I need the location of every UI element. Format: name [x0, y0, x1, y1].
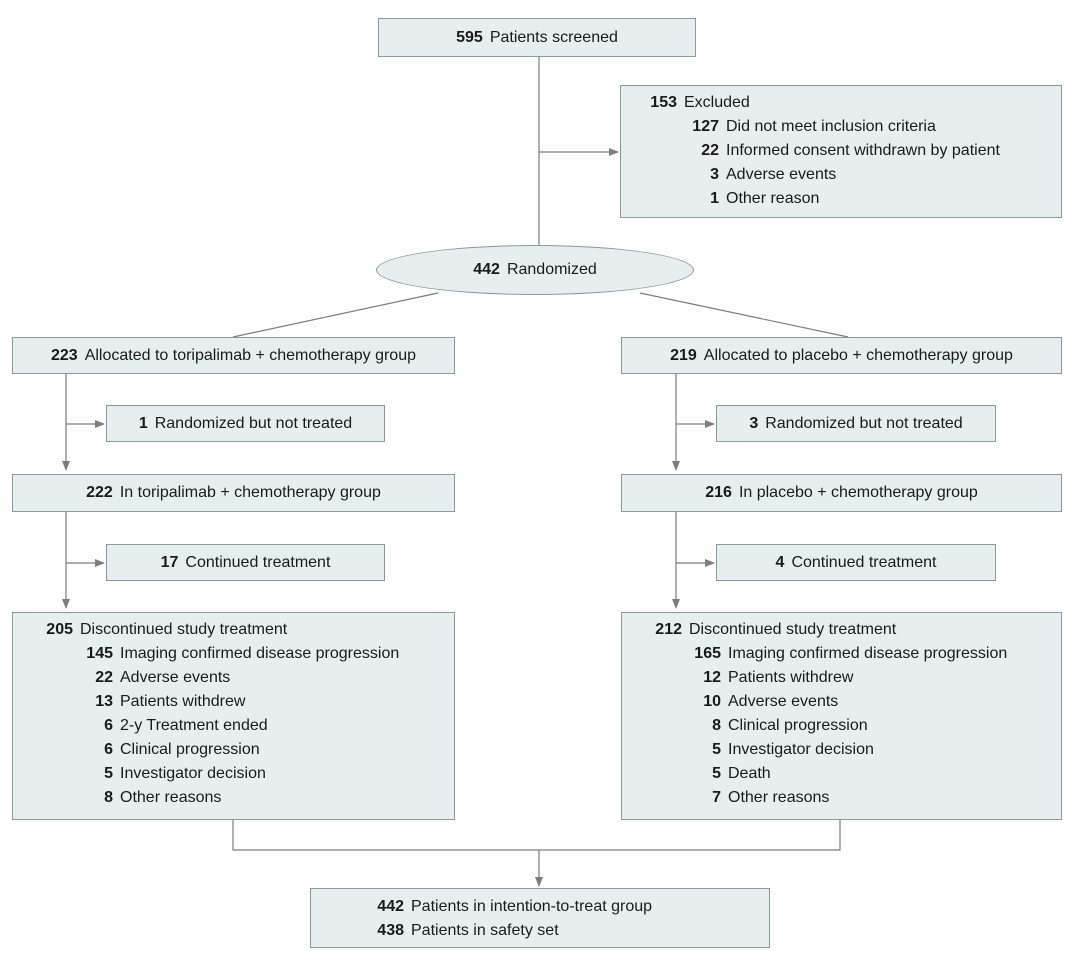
left-discontinued-reason: 6 Clinical progression — [104, 741, 260, 758]
left-not-treated-box: 1 Randomized but not treated — [106, 405, 385, 442]
connector-randomized-right — [639, 292, 849, 338]
screened-count: 595 — [456, 28, 483, 46]
randomized-oval: 442 Randomized — [376, 245, 694, 295]
left-discontinued-reason: 8 Other reasons — [104, 789, 222, 806]
right-discontinued-reason: 5 Investigator decision — [712, 741, 874, 758]
left-discontinued-reason: 13 Patients withdrew — [95, 693, 246, 710]
excluded-reason: 127 Did not meet inclusion criteria — [692, 118, 936, 135]
right-discontinued-reason: 10 Adverse events — [703, 693, 839, 710]
final-itt-line: 442 Patients in intention-to-treat group — [377, 898, 653, 915]
excluded-reason: 1 Other reason — [710, 190, 820, 207]
excluded-header: 153 Excluded — [621, 91, 1061, 115]
right-not-treated-box: 3 Randomized but not treated — [716, 405, 996, 442]
screened-box: 595 Patients screened — [378, 18, 696, 57]
final-safety-line: 438 Patients in safety set — [377, 922, 559, 939]
left-in-group-box: 222 In toripalimab + chemotherapy group — [12, 474, 455, 512]
left-discontinued-reason: 22 Adverse events — [95, 669, 231, 686]
right-discontinued-box: 212 Discontinued study treatment 165 Ima… — [621, 612, 1062, 820]
left-allocated-box: 223 Allocated to toripalimab + chemother… — [12, 337, 455, 374]
right-continued-box: 4 Continued treatment — [716, 544, 996, 581]
right-discontinued-reason: 165 Imaging confirmed disease progressio… — [694, 645, 1008, 662]
left-discontinued-reason: 145 Imaging confirmed disease progressio… — [86, 645, 400, 662]
right-discontinued-reason: 8 Clinical progression — [712, 717, 868, 734]
excluded-box: 153 Excluded 127 Did not meet inclusion … — [620, 85, 1062, 218]
left-discontinued-header: 205 Discontinued study treatment — [46, 621, 288, 638]
right-in-group-box: 216 In placebo + chemotherapy group — [621, 474, 1062, 512]
screened-label: Patients screened — [489, 28, 618, 46]
right-discontinued-reason: 5 Death — [712, 765, 771, 782]
right-discontinued-reason: 7 Other reasons — [712, 789, 830, 806]
left-discontinued-reason: 6 2-y Treatment ended — [104, 717, 268, 734]
left-continued-box: 17 Continued treatment — [106, 544, 385, 581]
left-discontinued-box: 205 Discontinued study treatment 145 Ima… — [12, 612, 455, 820]
excluded-count: 153 — [650, 94, 677, 111]
randomized-label: Randomized — [506, 261, 597, 278]
right-discontinued-header: 212 Discontinued study treatment — [655, 621, 897, 638]
right-discontinued-reason: 12 Patients withdrew — [703, 669, 854, 686]
connector-randomized-left — [232, 292, 439, 338]
left-discontinued-reason: 5 Investigator decision — [104, 765, 266, 782]
final-box: 442 Patients in intention-to-treat group… — [310, 888, 770, 948]
excluded-reason: 22 Informed consent withdrawn by patient — [701, 142, 1000, 159]
excluded-reason: 3 Adverse events — [710, 166, 837, 183]
connector-merge — [232, 820, 841, 851]
right-allocated-box: 219 Allocated to placebo + chemotherapy … — [621, 337, 1062, 374]
excluded-label: Excluded — [684, 94, 750, 111]
randomized-count: 442 — [473, 261, 500, 278]
